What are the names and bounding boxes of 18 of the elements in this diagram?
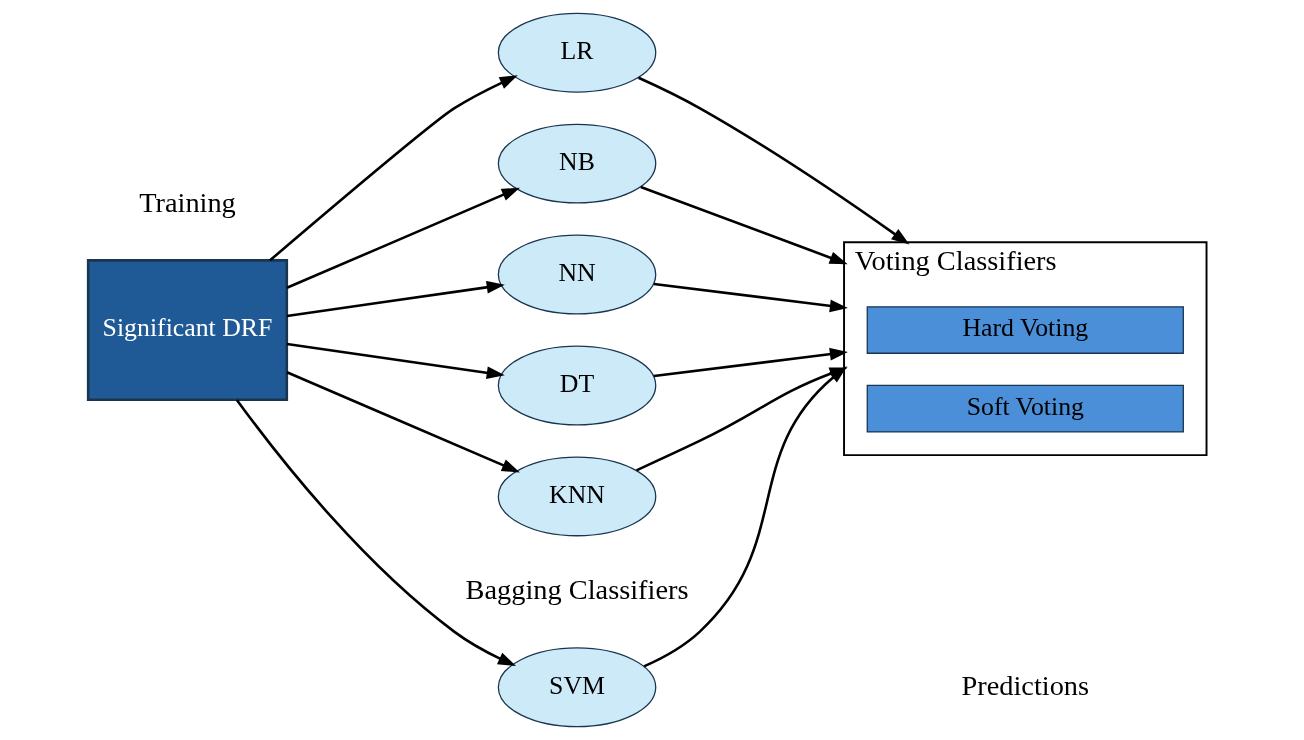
node-box: Soft Voting bbox=[866, 384, 1184, 433]
node-ellipse: DT bbox=[497, 345, 656, 426]
node-box: Hard Voting bbox=[866, 306, 1184, 354]
arrow bbox=[285, 371, 520, 473]
arrow bbox=[637, 76, 909, 245]
arrow bbox=[268, 75, 518, 262]
label: Bagging Classifiers bbox=[465, 574, 688, 606]
arrow bbox=[653, 347, 848, 378]
label: Training bbox=[138, 187, 236, 219]
arrow bbox=[286, 281, 505, 318]
arrow bbox=[653, 282, 848, 313]
label: Predictions bbox=[960, 669, 1089, 701]
arrow bbox=[286, 342, 505, 379]
arrow bbox=[639, 185, 848, 265]
arrow bbox=[235, 399, 516, 666]
node-box: Significant DRF bbox=[86, 259, 288, 401]
arrow bbox=[285, 187, 520, 289]
node-ellipse: NN bbox=[497, 234, 656, 315]
